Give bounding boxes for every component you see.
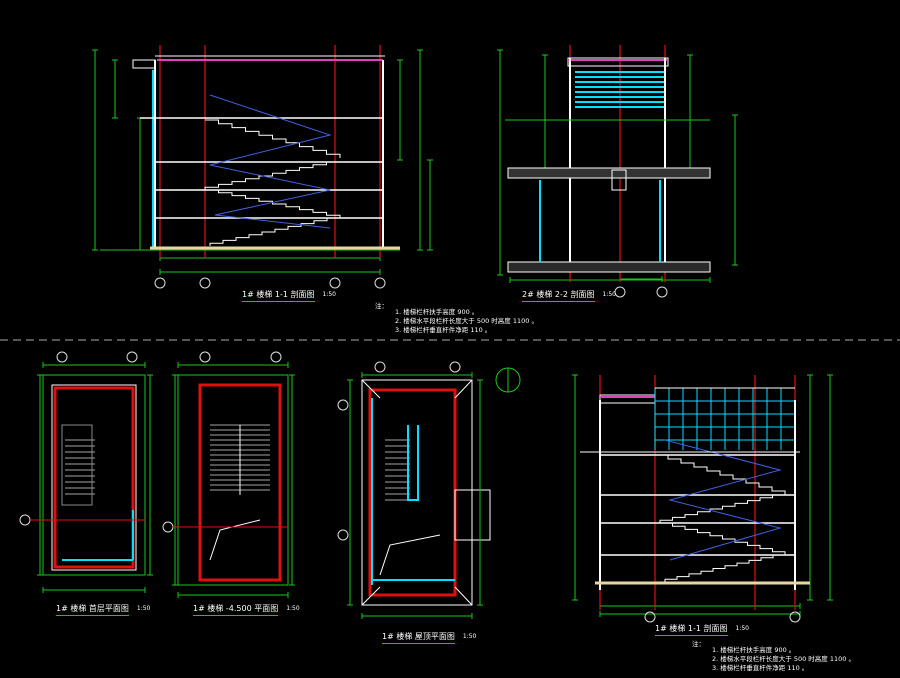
canopy	[132, 59, 156, 69]
note-item: 1. 楼梯栏杆扶手高度 900 。	[712, 646, 796, 654]
drawing-title-5: 1# 楼梯 屋顶平面图	[382, 632, 455, 644]
ground-slab	[507, 261, 711, 273]
note-item: 2. 楼梯水平段栏杆长度大于 500 时高度 1100 。	[395, 317, 538, 325]
roof-diagonal	[361, 586, 381, 606]
roof-diagonal	[454, 586, 473, 606]
axis-bubble-icon	[337, 529, 349, 541]
axis-bubble-icon	[656, 286, 668, 298]
axis-bubble-icon	[449, 361, 461, 373]
stair-flight	[204, 161, 340, 190]
notes-top-heading: 注：	[375, 302, 388, 310]
drawing-title-row-5: 1# 楼梯 屋顶平面图 1:50	[382, 632, 476, 644]
plan-wall	[368, 388, 457, 597]
drawing-title-row-4: 1# 楼梯 -4.500 平面图 1:50	[193, 604, 300, 616]
plan-boundary	[42, 374, 146, 576]
notes-bottom: 注： 1. 楼梯栏杆扶手高度 900 。 2. 楼梯水平段栏杆长度大于 500 …	[692, 640, 855, 673]
drawing-title-2: 2# 楼梯 2-2 剖面图	[522, 290, 595, 302]
stair-flight	[660, 522, 786, 555]
stair-flight	[205, 189, 341, 218]
plan-wall	[53, 386, 135, 569]
drawing-title-4: 1# 楼梯 -4.500 平面图	[193, 604, 279, 616]
handrail-line	[407, 425, 419, 501]
drawing-scale-6: 1:50	[735, 625, 749, 632]
stair-flight	[205, 119, 341, 158]
axis-bubble-icon	[329, 277, 341, 289]
axis-bubble-icon	[19, 514, 31, 526]
floor-slab	[507, 167, 711, 179]
drawing-title-1: 1# 楼梯 1-1 剖面图	[242, 290, 315, 302]
axis-bubble-icon	[374, 361, 386, 373]
axis-bubble-icon	[199, 351, 211, 363]
stair-arrow	[379, 534, 441, 576]
note-item: 3. 楼梯栏杆垂直杆件净距 110 。	[712, 664, 809, 672]
drawing-title-row-1: 1# 楼梯 1-1 剖面图 1:50	[242, 290, 336, 302]
stair-flight	[209, 217, 340, 246]
roof-diagonal	[361, 379, 381, 399]
axis-bubble-icon	[644, 611, 656, 623]
axis-bubble-icon	[56, 351, 68, 363]
roof-extension	[454, 489, 491, 541]
plan-wall	[198, 383, 282, 582]
axis-bubble-icon	[337, 399, 349, 411]
drawing-scale-2: 1:50	[602, 291, 616, 298]
axis-bubble-icon	[154, 277, 166, 289]
stair-flight	[664, 554, 785, 582]
column	[611, 169, 627, 191]
roof-diagonal	[454, 379, 473, 399]
handrail-guide	[209, 94, 332, 229]
plan-boundary	[177, 374, 289, 586]
plan-outline	[51, 384, 137, 571]
drawing-scale-3: 1:50	[136, 605, 151, 612]
axis-bubble-icon	[789, 611, 801, 623]
axis-bubble-icon	[199, 277, 211, 289]
axis-bubble-icon	[614, 286, 626, 298]
stair-flight-outline	[61, 424, 93, 506]
notes-bottom-heading: 注：	[692, 640, 705, 648]
note-item: 1. 楼梯栏杆扶手高度 900 。	[395, 308, 479, 316]
drawing-title-row-6: 1# 楼梯 1-1 剖面图 1:50	[655, 624, 749, 636]
drawing-scale-1: 1:50	[322, 291, 336, 298]
stair-flight	[655, 454, 786, 495]
note-item: 3. 楼梯栏杆垂直杆件净距 110 。	[395, 326, 492, 334]
drawing-title-row-3: 1# 楼梯 首层平面图 1:50	[56, 604, 150, 616]
notes-top: 注： 1. 楼梯栏杆扶手高度 900 。 2. 楼梯水平段栏杆长度大于 500 …	[375, 302, 538, 335]
axis-bubble-icon	[162, 521, 174, 533]
axis-bubble-icon	[374, 277, 386, 289]
axis-bubble-icon	[126, 351, 138, 363]
drawing-scale-4: 1:50	[286, 605, 300, 612]
handrail-guide	[664, 439, 782, 561]
plan-outline	[361, 379, 473, 606]
stair-flight	[659, 494, 785, 523]
stair-arrow	[209, 519, 261, 561]
drawing-title-row-2: 2# 楼梯 2-2 剖面图 1:50	[522, 290, 616, 302]
drawing-scale-5: 1:50	[462, 633, 477, 640]
drawing-title-3: 1# 楼梯 首层平面图	[56, 604, 129, 616]
note-item: 2. 楼梯水平段栏杆长度大于 500 时高度 1100 。	[712, 655, 855, 663]
roof-parapet	[567, 57, 669, 67]
axis-bubble-icon	[270, 351, 282, 363]
drawing-title-6: 1# 楼梯 1-1 剖面图	[655, 624, 728, 636]
